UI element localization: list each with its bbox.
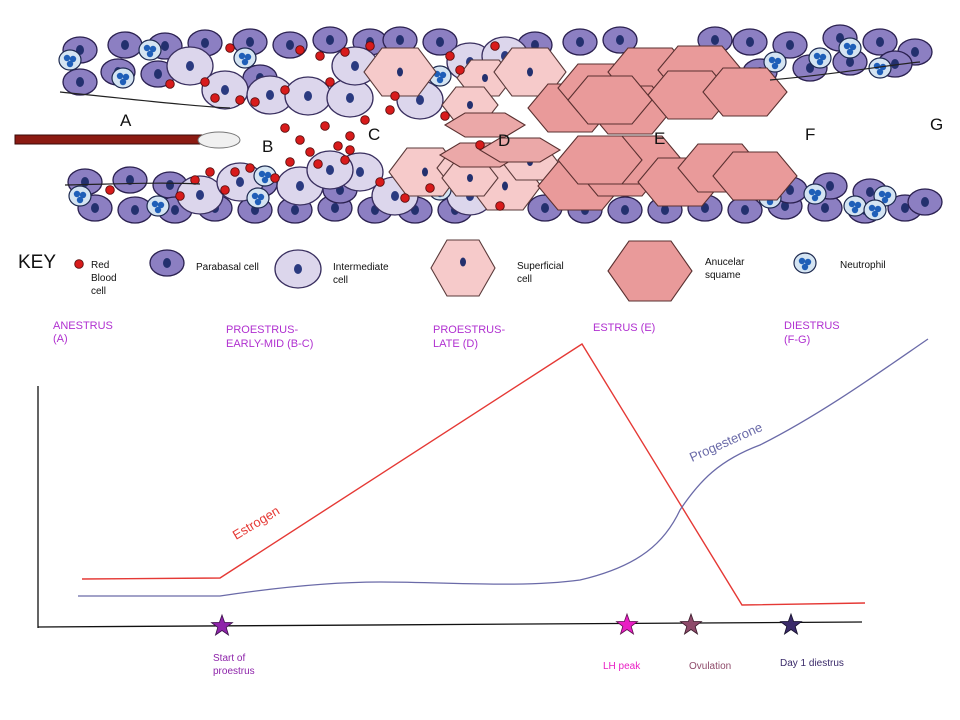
letter-e: E: [654, 129, 665, 148]
swab-icon: [14, 131, 241, 149]
key-anucelar-line2: squame: [705, 270, 741, 281]
svg-text:PROESTRUS- LATE (D): PROESTRUS- LATE (D): [433, 324, 508, 350]
svg-text:Anucelar squame: Anucelar squame: [705, 257, 747, 281]
svg-text:Intermediate cell: Intermediate cell: [333, 262, 391, 286]
stage-anestrus-line1: ANESTRUS: [53, 320, 113, 332]
svg-text:Start of proestrus: Start of proestrus: [213, 653, 255, 677]
stage-anestrus-line2: (A): [53, 333, 68, 345]
estrogen-label: Estrogen: [230, 503, 282, 543]
parabasal-key-icon: [149, 249, 185, 277]
letter-c: C: [368, 125, 380, 144]
rbc-key-icon: [74, 259, 84, 269]
letter-g: G: [930, 115, 943, 134]
event-start-line2: proestrus: [213, 666, 255, 677]
ovulation-star-icon: [679, 612, 703, 635]
key-intermediate-line1: Intermediate: [333, 262, 389, 273]
key-superficial-line2: cell: [517, 274, 532, 285]
key-anucelar-line1: Anucelar: [705, 257, 745, 268]
key-rbc-line1: Red: [91, 260, 109, 271]
event-ovulation: Ovulation: [689, 661, 731, 672]
lower-epithelium: [64, 115, 943, 224]
letter-d: D: [498, 131, 510, 150]
superficial-key-icon: [430, 239, 496, 297]
letter-b: B: [262, 137, 273, 156]
neutrophil-key-icon: [793, 252, 817, 274]
letter-a: A: [120, 111, 132, 130]
estrogen-curve: [81, 343, 866, 606]
key-rbc-line2: Blood: [91, 273, 117, 284]
day1-diestrus-star-icon: [779, 612, 803, 635]
svg-text:PROESTRUS- EARLY-MID (B-: PROESTRUS- EARLY-MID (B-C): [226, 324, 313, 350]
svg-text:DIESTRUS (F-G): DIESTRUS (F-G): [784, 320, 843, 346]
event-lh-peak: LH peak: [603, 661, 641, 672]
hormone-chart: Estrogen Progesterone Start of proestrus…: [37, 338, 929, 677]
stage-estrus-line1: ESTRUS (E): [593, 322, 655, 334]
event-start-line1: Start of: [213, 653, 245, 664]
key-title: KEY: [18, 252, 56, 273]
key-rbc-line3: cell: [91, 286, 106, 297]
stage-diestrus-line1: DIESTRUS: [784, 320, 840, 332]
upper-epithelium: [58, 24, 933, 138]
svg-text:Red Blood cell: Red Blood cell: [91, 260, 119, 297]
letter-f: F: [805, 125, 815, 144]
svg-text:Superficial cell: Superficial cell: [517, 261, 566, 285]
key-legend: KEY Red Blood cell Parabasal cell Interm…: [18, 239, 886, 302]
event-day1-diestrus: Day 1 diestrus: [780, 658, 844, 669]
x-axis: [37, 621, 863, 628]
stage-labels: ANESTRUS (A) PROESTRUS- EARLY-MID (B-C) …: [53, 320, 843, 350]
stage-diestrus-line2: (F-G): [784, 334, 810, 346]
key-superficial-line1: Superficial: [517, 261, 564, 272]
stage-proestrus-early-line2: EARLY-MID (B-C): [226, 338, 313, 350]
key-parabasal: Parabasal cell: [196, 262, 259, 273]
squame-key-icon: [607, 240, 693, 302]
lh-peak-star-icon: [615, 612, 639, 635]
stage-proestrus-late-line2: LATE (D): [433, 338, 478, 350]
key-intermediate-line2: cell: [333, 275, 348, 286]
svg-text:ESTRUS (E): ESTRUS (E): [593, 322, 655, 334]
svg-text:ANESTRUS (A): ANESTRUS (A): [53, 320, 116, 345]
progesterone-label: Progesterone: [687, 419, 764, 464]
start-proestrus-star-icon: [210, 613, 234, 636]
stage-proestrus-early-line1: PROESTRUS-: [226, 324, 298, 336]
progesterone-curve: [78, 338, 929, 597]
stage-proestrus-late-line1: PROESTRUS-: [433, 324, 505, 336]
key-neutrophil: Neutrophil: [840, 260, 886, 271]
intermediate-key-icon: [274, 249, 322, 289]
